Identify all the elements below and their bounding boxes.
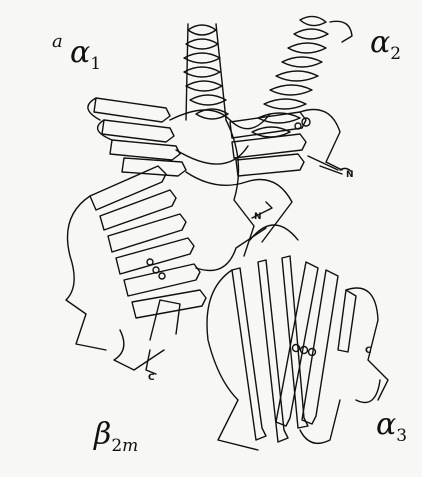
- n-terminus-top-label: N: [346, 171, 354, 180]
- beta2m-subscript: 2: [111, 436, 122, 456]
- panel-letter: a: [52, 33, 63, 51]
- alpha2-label: α2: [370, 28, 401, 58]
- alpha2-symbol: α: [370, 25, 390, 60]
- alpha2-subscript: 2: [390, 44, 401, 64]
- beta2m-symbol: β: [94, 417, 111, 452]
- alpha1-subscript: 1: [90, 54, 101, 74]
- alpha1-symbol: α: [70, 35, 90, 70]
- alpha2-helix: [252, 16, 352, 137]
- alpha3-symbol: α: [376, 407, 396, 442]
- alpha3-subscript: 3: [396, 426, 407, 446]
- alpha1-helix: [184, 24, 228, 120]
- beta2m-suffix: m: [122, 436, 138, 456]
- n-terminus-mid-label: N: [254, 213, 262, 222]
- beta2m-label: β2m: [94, 420, 138, 450]
- beta2m-domain: [66, 166, 266, 374]
- c-terminus-right-label: C: [365, 347, 372, 356]
- alpha1-label: α1: [70, 38, 101, 68]
- alpha3-domain: [207, 225, 388, 450]
- connecting-loops: [186, 120, 342, 256]
- alpha3-label: α3: [376, 410, 407, 440]
- c-terminus-left-label: C: [148, 374, 155, 383]
